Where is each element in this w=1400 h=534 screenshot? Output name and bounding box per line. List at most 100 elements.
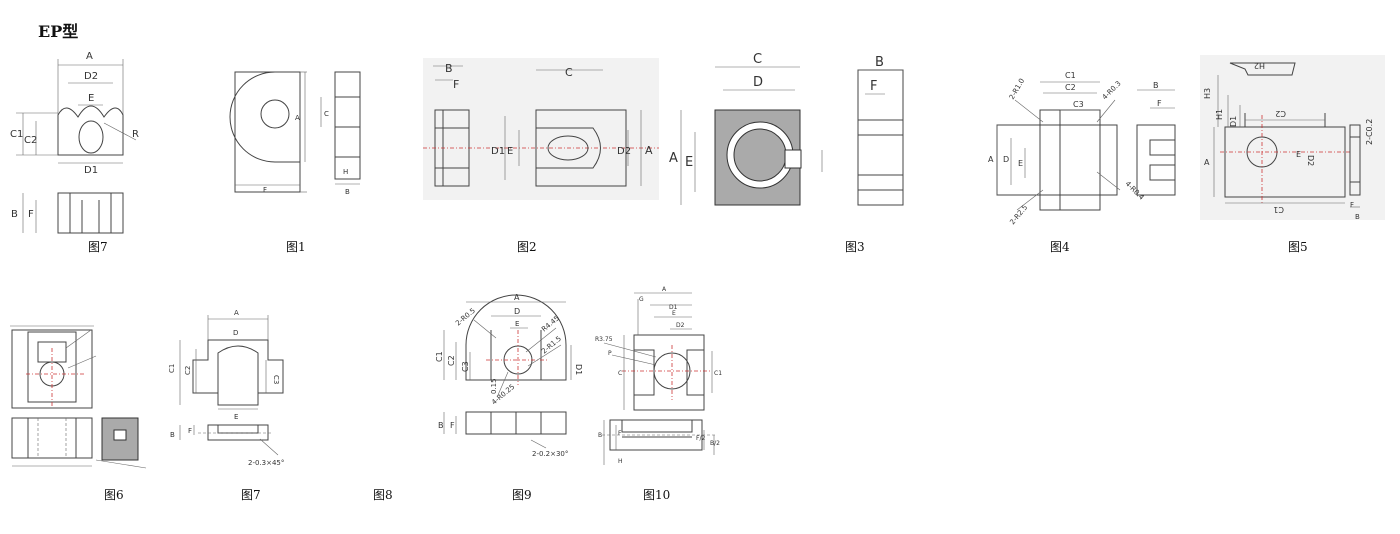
label-A: A [662, 286, 667, 293]
figure-caption: 图3 [845, 240, 865, 254]
label-C3: C3 [461, 361, 470, 372]
label-A: A [86, 51, 93, 62]
label-D1: D1 [669, 304, 678, 311]
label-4-R0.3: 4-R0.3 [1101, 80, 1123, 102]
label-F: F [1157, 99, 1162, 108]
label-D2: D2 [84, 71, 98, 82]
label-D2: D2 [676, 322, 685, 329]
label-E: E [507, 146, 513, 157]
label-D1: D1 [84, 165, 98, 176]
label-D1: D1 [1229, 116, 1238, 127]
label-C2: C2 [1065, 83, 1076, 92]
label-C1: C1 [436, 351, 444, 362]
label-G: G [639, 296, 644, 303]
figure-7-second: A C1 C2 C3 D E B F 2-0.3×45° [168, 305, 303, 470]
figure-6 [6, 318, 161, 478]
label-C: C [753, 52, 762, 67]
figure-3: C D A E B F [665, 52, 915, 212]
label-E: E [234, 413, 238, 421]
label-A: A [669, 151, 678, 166]
label-D: D [514, 307, 520, 316]
label-2-R1.0: 2-R1.0 [1008, 77, 1026, 101]
label-2-0.3x45: 2-0.3×45° [248, 459, 284, 467]
label-D2: D2 [1306, 155, 1315, 166]
figure-caption: 图7 [88, 240, 108, 254]
figure-caption: 图8 [373, 488, 393, 502]
label-A: A [645, 144, 653, 157]
label-F: F [1350, 201, 1354, 209]
drawing-front-view [16, 59, 137, 164]
figure-caption: 图1 [286, 240, 306, 254]
label-C1: C1 [168, 364, 176, 373]
label-C2: C2 [184, 366, 192, 375]
label-D: D [753, 75, 763, 90]
label-D2: D2 [617, 146, 631, 157]
label-H1: H1 [1215, 109, 1224, 120]
label-C: C [618, 370, 622, 377]
figure-4: C1 C2 C3 2-R1.0 4-R0.3 A D E B F 2-R2.5 … [985, 60, 1195, 230]
label-2-R0.5: 2-R0.5 [454, 307, 477, 328]
label-C1: C1 [10, 129, 23, 140]
label-F: F [618, 430, 622, 437]
figure-caption: 图7 [241, 488, 261, 502]
figure-caption: 图5 [1288, 240, 1308, 254]
figure-caption: 图10 [643, 488, 671, 502]
label-C1: C1 [1065, 71, 1076, 80]
label-B-half: B/2 [710, 440, 720, 447]
label-C: C [324, 110, 329, 118]
label-H2: H2 [1254, 61, 1265, 70]
figure-ep-core-front: A D2 E R C1 C2 D1 B F [8, 45, 158, 245]
label-R: R [132, 129, 139, 140]
figure-1: A C F H B [225, 62, 375, 202]
label-2-R2.5: 2-R2.5 [1008, 204, 1029, 227]
label-H3: H3 [1203, 88, 1212, 99]
label-C1: C1 [714, 370, 722, 377]
label-B: B [345, 188, 350, 196]
drawing-side-view [22, 192, 124, 234]
label-H: H [618, 458, 623, 465]
label-4-R0.4: 4-R0.4 [1124, 180, 1146, 202]
label-C1: C1 [1273, 205, 1284, 214]
label-E: E [1296, 150, 1301, 159]
label-B: B [875, 55, 884, 70]
label-A: A [988, 155, 994, 164]
label-C2: C2 [24, 135, 37, 146]
label-C2: C2 [447, 355, 456, 366]
label-D: D [1003, 155, 1009, 164]
label-F: F [263, 186, 267, 194]
label-P: P [608, 350, 612, 357]
label-2-C0.2: 2-C0.2 [1365, 119, 1374, 145]
label-E: E [1018, 159, 1023, 168]
label-C3: C3 [272, 375, 280, 384]
label-C: C [565, 66, 573, 79]
label-F: F [453, 78, 459, 91]
label-F: F [870, 79, 877, 94]
label-R3.75: R3.75 [595, 336, 613, 343]
figure-5: H2 H3 H1 D1 D2 C2 E A C1 B F 2-C0.2 [1200, 55, 1400, 225]
figure-10: A G D1 E D2 R3.75 P C C1 B F F/2 B/2 H [592, 285, 732, 470]
label-C2: C2 [1275, 109, 1286, 118]
label-B: B [1153, 81, 1159, 90]
label-2-0.2x30: 2-0.2×30° [532, 450, 568, 458]
label-A: A [514, 293, 520, 302]
label-A: A [1204, 158, 1210, 167]
figure-2: B F C D1 E D2 A [423, 58, 663, 203]
label-D: D [233, 329, 238, 337]
label-H: H [343, 168, 348, 176]
label-B: B [438, 421, 444, 430]
label-B: B [445, 62, 453, 75]
label-F: F [28, 209, 34, 220]
label-R4.45: R4.45 [540, 314, 561, 333]
figure-caption: 图6 [104, 488, 124, 502]
label-B: B [1355, 213, 1360, 221]
figure-caption: 图2 [517, 240, 537, 254]
label-F: F [188, 427, 192, 435]
figure-9: A D 2-R0.5 E R4.45 2-R1.5 C1 C2 C3 D1 0.… [436, 290, 596, 465]
label-B: B [11, 209, 18, 220]
label-E: E [672, 310, 676, 317]
label-B: B [170, 431, 175, 439]
label-D1: D1 [574, 364, 583, 375]
figure-caption: 图9 [512, 488, 532, 502]
label-0.15: 0.15 [490, 378, 498, 394]
label-E: E [515, 320, 519, 328]
